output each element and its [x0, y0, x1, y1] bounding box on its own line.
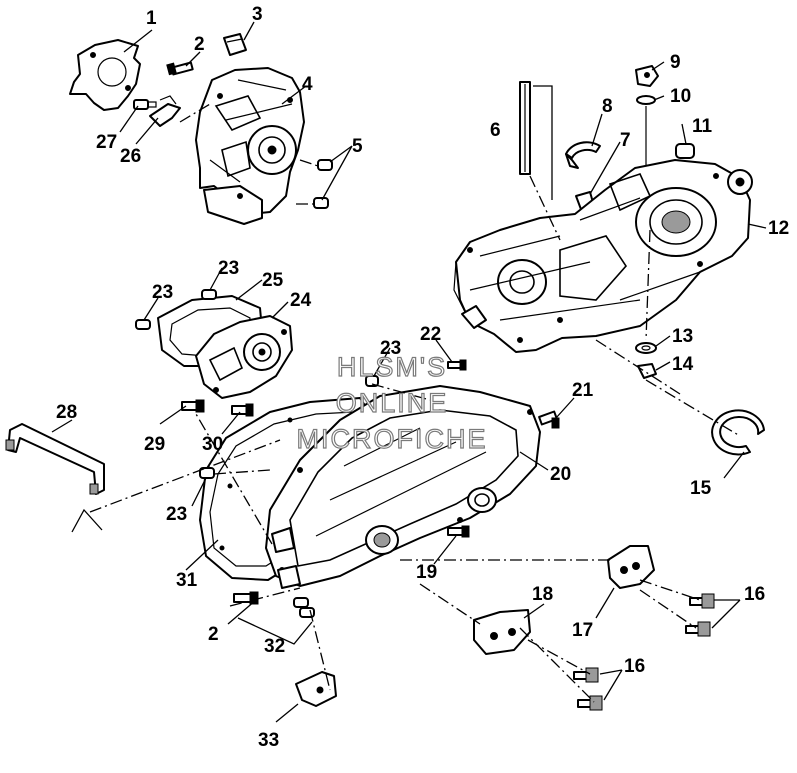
callout-24: 24 — [290, 290, 312, 311]
callout-16-upper: 16 — [744, 584, 765, 605]
callout-7: 7 — [620, 130, 631, 151]
assembly-centerlines — [89, 103, 741, 703]
main-cover-20 — [265, 385, 541, 589]
callout-31: 31 — [176, 570, 198, 591]
rod-bracket-28 — [5, 423, 105, 495]
bolt-21 — [538, 410, 560, 429]
bolt-22 — [447, 359, 467, 371]
small-block — [223, 33, 247, 56]
plate-17 — [607, 545, 655, 589]
callout-22: 22 — [420, 324, 441, 345]
callout-2-upper: 2 — [194, 34, 205, 55]
washer-13 — [635, 342, 657, 354]
callout-10: 10 — [670, 86, 691, 107]
gasket-plate — [69, 39, 141, 111]
leader-lines — [51, 21, 767, 723]
callout-17: 17 — [572, 620, 593, 641]
callout-21: 21 — [572, 380, 594, 401]
bolts-16-upper — [685, 593, 715, 637]
watermark-line-3: MICROFICHE — [297, 424, 488, 454]
bolt-19 — [447, 525, 470, 538]
callout-2-lower: 2 — [208, 624, 219, 645]
callout-16-lower: 16 — [624, 656, 645, 677]
dowel-23-c — [199, 467, 215, 479]
callout-3: 3 — [252, 4, 263, 25]
cover-24 — [195, 315, 293, 399]
callout-6: 6 — [490, 120, 501, 141]
callout-15: 15 — [690, 478, 712, 499]
dowel-pins-5 — [313, 159, 333, 209]
callout-19: 19 — [416, 562, 437, 583]
callout-33: 33 — [258, 730, 279, 751]
callouts: 1 2 3 4 5 27 26 6 7 8 9 10 11 12 13 14 1… — [56, 4, 789, 751]
bolt-upper — [166, 61, 194, 76]
callout-30: 30 — [202, 434, 223, 455]
callout-5: 5 — [352, 136, 363, 157]
small-crankcase — [195, 67, 305, 225]
callout-8: 8 — [602, 96, 613, 117]
plate-18 — [473, 609, 531, 655]
dowel-23-a — [201, 289, 217, 300]
nut-14 — [637, 363, 657, 379]
callout-32: 32 — [264, 636, 285, 657]
fitting-9 — [635, 65, 659, 87]
callout-18: 18 — [532, 584, 553, 605]
bracket-33 — [295, 671, 337, 707]
rod-6 — [519, 81, 553, 200]
half-ring-8 — [565, 141, 601, 169]
watermark-line-2: ONLINE — [336, 388, 449, 418]
callout-4: 4 — [302, 74, 313, 95]
callout-13: 13 — [672, 326, 693, 347]
circlip-15 — [711, 409, 765, 456]
watermark: HLSM'S ONLINE MICROFICHE — [296, 351, 488, 454]
bolt-29 — [181, 399, 205, 413]
dowel-23-b — [135, 319, 151, 330]
pin-11 — [675, 143, 695, 159]
callout-28: 28 — [56, 402, 77, 423]
callout-26: 26 — [120, 146, 141, 167]
callout-11: 11 — [692, 116, 713, 137]
watermark-line-1: HLSM'S — [337, 352, 447, 382]
callout-25: 25 — [262, 270, 284, 291]
bolt-30 — [231, 403, 254, 417]
bolts-16-lower — [573, 667, 603, 711]
callout-23-b: 23 — [152, 282, 173, 303]
callout-27: 27 — [96, 132, 117, 153]
callout-23-c: 23 — [380, 338, 401, 359]
callout-20: 20 — [550, 464, 571, 485]
callout-12: 12 — [768, 218, 789, 239]
callout-9: 9 — [670, 52, 681, 73]
bolt-lower-2 — [233, 591, 259, 605]
dowel-23-d — [365, 375, 379, 387]
callout-1: 1 — [146, 8, 157, 29]
callout-23-a: 23 — [218, 258, 239, 279]
callout-29: 29 — [144, 434, 165, 455]
large-crankcase — [453, 159, 753, 353]
bracket-26 — [149, 95, 181, 127]
callout-14: 14 — [672, 354, 694, 375]
callout-23-d: 23 — [166, 504, 187, 525]
